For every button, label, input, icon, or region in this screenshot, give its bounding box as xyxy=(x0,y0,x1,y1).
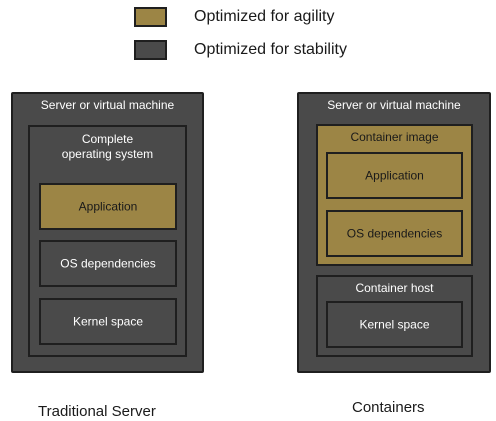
containers-kernel-space-box: Kernel space xyxy=(326,301,463,348)
traditional-os-dependencies-box: OS dependencies xyxy=(39,240,177,287)
traditional-server-caption: Traditional Server xyxy=(38,403,156,420)
traditional-os-dependencies-label: OS dependencies xyxy=(60,256,156,270)
legend-label-stability: Optimized for stability xyxy=(194,41,347,58)
containers-os-dependencies-label: OS dependencies xyxy=(346,226,443,240)
traditional-application-box: Application xyxy=(39,183,177,230)
containers-application-label: Application xyxy=(365,168,424,182)
containers-application-box: Application xyxy=(326,152,463,199)
containers-os-dependencies-box: OS dependencies xyxy=(326,210,463,257)
container-image-box: Container image Application OS dependenc… xyxy=(316,124,473,266)
traditional-outer-label: Server or virtual machine xyxy=(40,98,175,112)
containers-caption: Containers xyxy=(352,399,425,416)
legend-swatch-stability xyxy=(134,40,167,60)
containers-kernel-space-label: Kernel space xyxy=(359,317,430,331)
legend-item-agility: Optimized for agility xyxy=(134,7,335,27)
container-image-label: Container image xyxy=(350,130,439,144)
complete-os-label: Complete operating system xyxy=(61,132,154,161)
traditional-kernel-space-label: Kernel space xyxy=(72,314,144,328)
traditional-server-box: Server or virtual machine Complete opera… xyxy=(11,92,204,373)
traditional-kernel-space-box: Kernel space xyxy=(39,298,177,345)
legend-swatch-agility xyxy=(134,7,167,27)
legend-label-agility: Optimized for agility xyxy=(194,8,335,25)
containers-outer-label: Server or virtual machine xyxy=(327,98,461,112)
container-host-label: Container host xyxy=(355,281,434,295)
containers-server-box: Server or virtual machine Container imag… xyxy=(297,92,491,373)
complete-os-box: Complete operating system Application OS… xyxy=(28,125,187,357)
legend-item-stability: Optimized for stability xyxy=(134,40,347,60)
traditional-application-label: Application xyxy=(78,199,138,213)
container-host-box: Container host Kernel space xyxy=(316,275,473,357)
